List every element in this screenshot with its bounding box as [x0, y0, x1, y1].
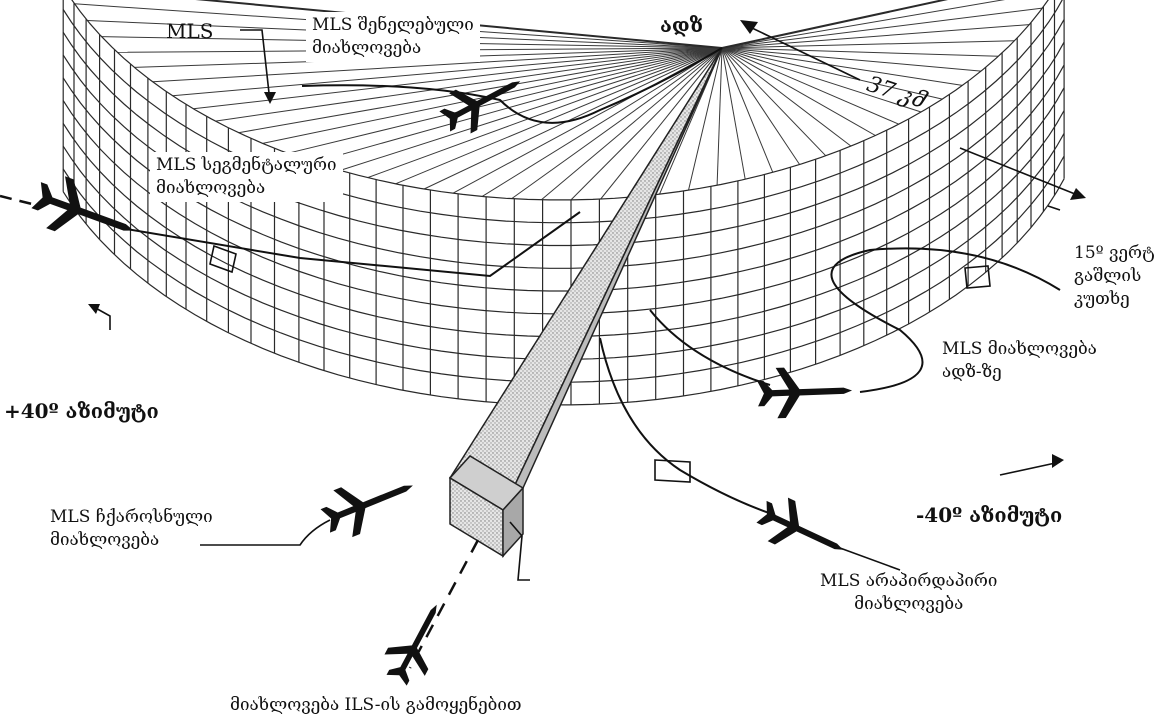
ils-dashed-path — [408, 539, 480, 669]
distance-leader-top — [751, 27, 861, 81]
label-azimuth-plus: +40º აზიმუტი — [4, 399, 159, 423]
top-radial-line — [716, 47, 723, 186]
label-adz-top: ადზ — [660, 13, 703, 37]
label-mls-curved-line1: MLS შენელებული — [312, 15, 474, 35]
top-radial-line — [721, 7, 1043, 49]
indirect-leader — [839, 547, 901, 571]
top-radial-line — [541, 47, 723, 201]
top-radial-line — [152, 47, 723, 83]
top-radial-line — [721, 47, 899, 125]
label-mls-fast-line2: მიახლოვება — [50, 529, 160, 550]
top-radial-line — [511, 47, 723, 200]
top-radial-line — [238, 47, 723, 134]
aircraft-fast — [315, 462, 423, 545]
pointer-leaders — [91, 27, 1081, 581]
flight-paths — [119, 47, 1061, 516]
coverage-curtain-grid — [62, 0, 1065, 406]
top-radial-line — [721, 47, 982, 72]
top-radial-line — [570, 47, 723, 201]
label-mls-indirect: MLS არაპირდაპირი მიახლოვება — [820, 570, 997, 616]
top-radial-line — [721, 47, 746, 180]
top-radial-line — [287, 47, 723, 154]
top-radial-line — [423, 47, 723, 190]
label-mls-segmented-line1: MLS სეგმენტალური — [156, 155, 337, 175]
top-radial-line — [313, 47, 723, 163]
label-mls-adz-line2: ადზ-ზე — [942, 361, 1002, 382]
top-radial-line — [721, 47, 943, 100]
fast-leader — [200, 519, 331, 546]
azimuth-plus-leader — [91, 305, 111, 330]
label-mls-adz-line1: MLS მიახლოვება — [942, 339, 1097, 359]
label-mls-indirect-line1: MLS არაპირდაპირი — [820, 571, 998, 591]
label-mls: MLS — [166, 19, 214, 43]
label-mls-fast: MLS ჩქაროსნული მიახლოვება — [50, 506, 213, 552]
top-radial-line — [721, 47, 922, 113]
adz-approach-path — [649, 309, 771, 386]
distance-leader-bottom — [959, 147, 1081, 197]
label-mls-segmented-line2: მიახლოვება — [156, 177, 266, 198]
top-radial-line — [721, 47, 963, 86]
label-vertical-angle: 15º ვერტ გაშლის კუთხე — [1068, 240, 1155, 313]
sector-edge — [721, 0, 949, 49]
segmented-approach-path — [119, 211, 581, 278]
marker-right — [964, 265, 991, 289]
top-radial-line — [721, 40, 1015, 49]
aircraft-segmented — [26, 169, 143, 257]
top-radial-line — [721, 47, 876, 136]
top-radial-line — [193, 47, 723, 110]
top-radial-line — [721, 47, 999, 57]
label-vertical-angle-line1: 15º ვერტ — [1074, 243, 1155, 263]
ils-leader — [509, 521, 530, 581]
approach-beam — [448, 47, 723, 558]
label-vertical-angle-line2: გაშლის — [1074, 265, 1142, 286]
top-radial-line — [367, 47, 723, 179]
marker-left — [209, 244, 237, 274]
top-radial-line — [215, 47, 723, 122]
aircraft-indirect — [751, 489, 854, 572]
label-mls-curved-line2: მიახლოვება — [312, 37, 422, 58]
aircraft-adz — [756, 365, 853, 419]
azimuth-minus-leader — [999, 461, 1061, 476]
label-mls-fast-line1: MLS ჩქაროსნული — [50, 507, 213, 527]
top-radial-line — [721, 47, 852, 147]
top-radial-line — [721, 24, 1030, 49]
label-mls-indirect-line2: მიახლოვება — [854, 593, 964, 614]
segmented-dashed-start — [0, 194, 41, 208]
label-mls-curved-approach: MLS შენელებული მიახლოვება — [306, 12, 480, 62]
top-radial-line — [340, 47, 723, 171]
aircraft-curved — [434, 61, 531, 142]
aircraft-ils — [376, 594, 457, 691]
top-radial-line — [600, 47, 723, 200]
top-radial-line — [688, 47, 723, 191]
top-radial-line — [395, 47, 723, 185]
curved-approach-path — [301, 47, 723, 124]
adz-loop-path — [830, 247, 1061, 393]
top-radial-line — [481, 47, 723, 197]
label-ils-approach: მიახლოვება ILS-ის გამოყენებით — [230, 695, 522, 715]
top-radial-line — [172, 47, 723, 97]
mls-leader — [240, 29, 271, 103]
marker-bottom — [654, 459, 691, 483]
arrowheads — [88, 20, 1086, 468]
top-radial-line — [721, 47, 774, 173]
label-mls-adz: MLS მიახლოვება ადზ-ზე — [936, 336, 1103, 386]
vertical-angle-leader — [1047, 205, 1061, 211]
label-mls-segmented: MLS სეგმენტალური მიახლოვება — [150, 152, 343, 202]
reference-markers — [209, 244, 991, 483]
top-radial-line — [721, 47, 801, 165]
top-radial-line — [721, 47, 827, 157]
label-vertical-angle-line3: კუთხე — [1074, 288, 1130, 309]
label-azimuth-minus: -40º აზიმუტი — [916, 503, 1063, 527]
indirect-approach-path — [599, 337, 776, 516]
top-radial-line — [721, 0, 1006, 49]
